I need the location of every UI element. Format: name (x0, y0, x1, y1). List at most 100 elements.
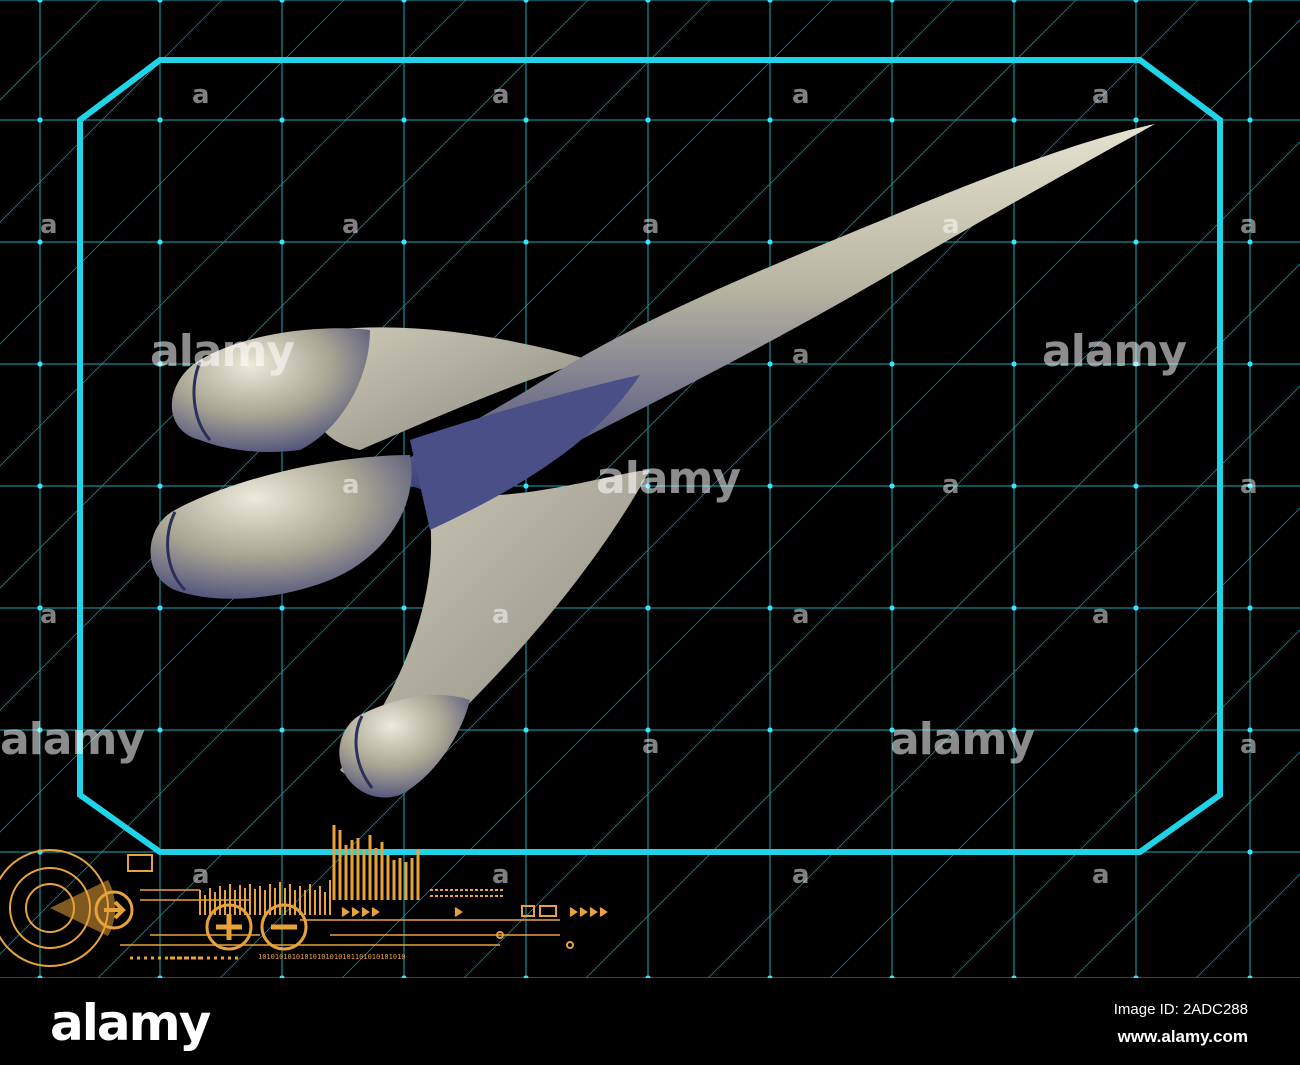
grid-node (279, 605, 285, 611)
grid-node (645, 727, 651, 733)
grid-node (37, 727, 43, 733)
grid-node (157, 605, 163, 611)
grid-node (279, 239, 285, 245)
grid-node (645, 0, 651, 3)
grid-node (1247, 483, 1253, 489)
watermark-letter: a (642, 730, 660, 760)
watermark-letter: a (942, 210, 960, 240)
grid-diagonal (463, 141, 1300, 978)
grid-node (157, 117, 163, 123)
grid-node (401, 0, 407, 3)
grid-node (1011, 975, 1017, 978)
grid-node (523, 117, 529, 123)
grid-node (1247, 361, 1253, 367)
grid-node (37, 0, 43, 3)
grid-node (767, 975, 773, 978)
watermark-letter: a (792, 80, 810, 110)
rocket-center-pod (150, 455, 412, 599)
grid-node (1011, 239, 1017, 245)
grid-node (767, 361, 773, 367)
grid-node (401, 975, 407, 978)
grid-diagonal (0, 0, 223, 223)
grid-node (37, 605, 43, 611)
grid-diagonal (0, 0, 345, 345)
image-id: Image ID: 2ADC288 (1113, 1001, 1248, 1018)
grid-node (645, 605, 651, 611)
grid-diagonal (341, 19, 1300, 978)
watermark-letter: a (492, 80, 510, 110)
rocket-lower-pod (339, 695, 470, 798)
grid-node (279, 0, 285, 3)
grid-node (1133, 727, 1139, 733)
watermark-letter: a (942, 470, 960, 500)
grid-node (279, 117, 285, 123)
hud-frame (77, 57, 1223, 855)
grid-diagonal (707, 385, 1300, 978)
watermark-letter: a (192, 80, 210, 110)
watermark-text: alamy (1042, 326, 1187, 377)
alamy-logo[interactable]: alamy (50, 994, 211, 1052)
grid-node (157, 483, 163, 489)
grid-diagonal (585, 263, 1300, 978)
watermark-letter: a (192, 860, 210, 890)
grid-node (1133, 975, 1139, 978)
grid-node (1247, 239, 1253, 245)
grid-node (157, 975, 163, 978)
grid-node (1133, 239, 1139, 245)
rocket-illustration: 10101010101010101010101101010101010 alam… (0, 0, 1300, 978)
grid-node (1011, 0, 1017, 3)
grid-node (523, 483, 529, 489)
grid-node (889, 975, 895, 978)
grid-node (157, 0, 163, 3)
grid-node (1011, 727, 1017, 733)
watermark-letter: a (1092, 860, 1110, 890)
watermark-letter: a (342, 210, 360, 240)
grid-diagonal (829, 507, 1300, 978)
grid-node (767, 239, 773, 245)
grid-node (645, 239, 651, 245)
grid-node (523, 727, 529, 733)
grid-diagonal (0, 0, 467, 467)
grid-node (37, 361, 43, 367)
rocket-upper-pod (171, 328, 370, 452)
grid-node (1247, 849, 1253, 855)
watermark-letter: a (642, 210, 660, 240)
grid-node (401, 117, 407, 123)
grid-diagonal (0, 0, 589, 589)
grid-node (767, 117, 773, 123)
grid-node (1247, 727, 1253, 733)
binary-readout: 10101010101010101010101101010101010 (258, 953, 406, 961)
watermark-letter: a (1240, 210, 1258, 240)
watermark-letter: a (1240, 730, 1258, 760)
grid-node (767, 727, 773, 733)
grid-node (523, 975, 529, 978)
watermark-letter: a (792, 600, 810, 630)
grid-node (1133, 605, 1139, 611)
grid-node (37, 975, 43, 978)
rocket-side-fin (410, 375, 640, 530)
site-url[interactable]: www.alamy.com (1117, 1027, 1248, 1046)
grid-diagonal (0, 0, 711, 711)
hud-graphic (0, 825, 608, 967)
grid-node (767, 0, 773, 3)
grid-node (767, 605, 773, 611)
grid-node (523, 0, 529, 3)
grid-node (401, 239, 407, 245)
grid-node (889, 483, 895, 489)
watermark-letter: a (40, 600, 58, 630)
grid-node (645, 483, 651, 489)
grid-node (523, 239, 529, 245)
grid-node (1247, 605, 1253, 611)
grid-node (279, 975, 285, 978)
watermark-text: alamy (890, 714, 1035, 765)
watermark-letter: a (342, 470, 360, 500)
arrow-right-icon (94, 890, 134, 930)
grid-node (157, 727, 163, 733)
footer-bar (0, 978, 1300, 1065)
watermark-letter: a (492, 600, 510, 630)
grid-node (889, 361, 895, 367)
watermark-letter: a (1092, 80, 1110, 110)
grid-node (401, 605, 407, 611)
watermark-letter: a (792, 340, 810, 370)
grid-node (37, 483, 43, 489)
